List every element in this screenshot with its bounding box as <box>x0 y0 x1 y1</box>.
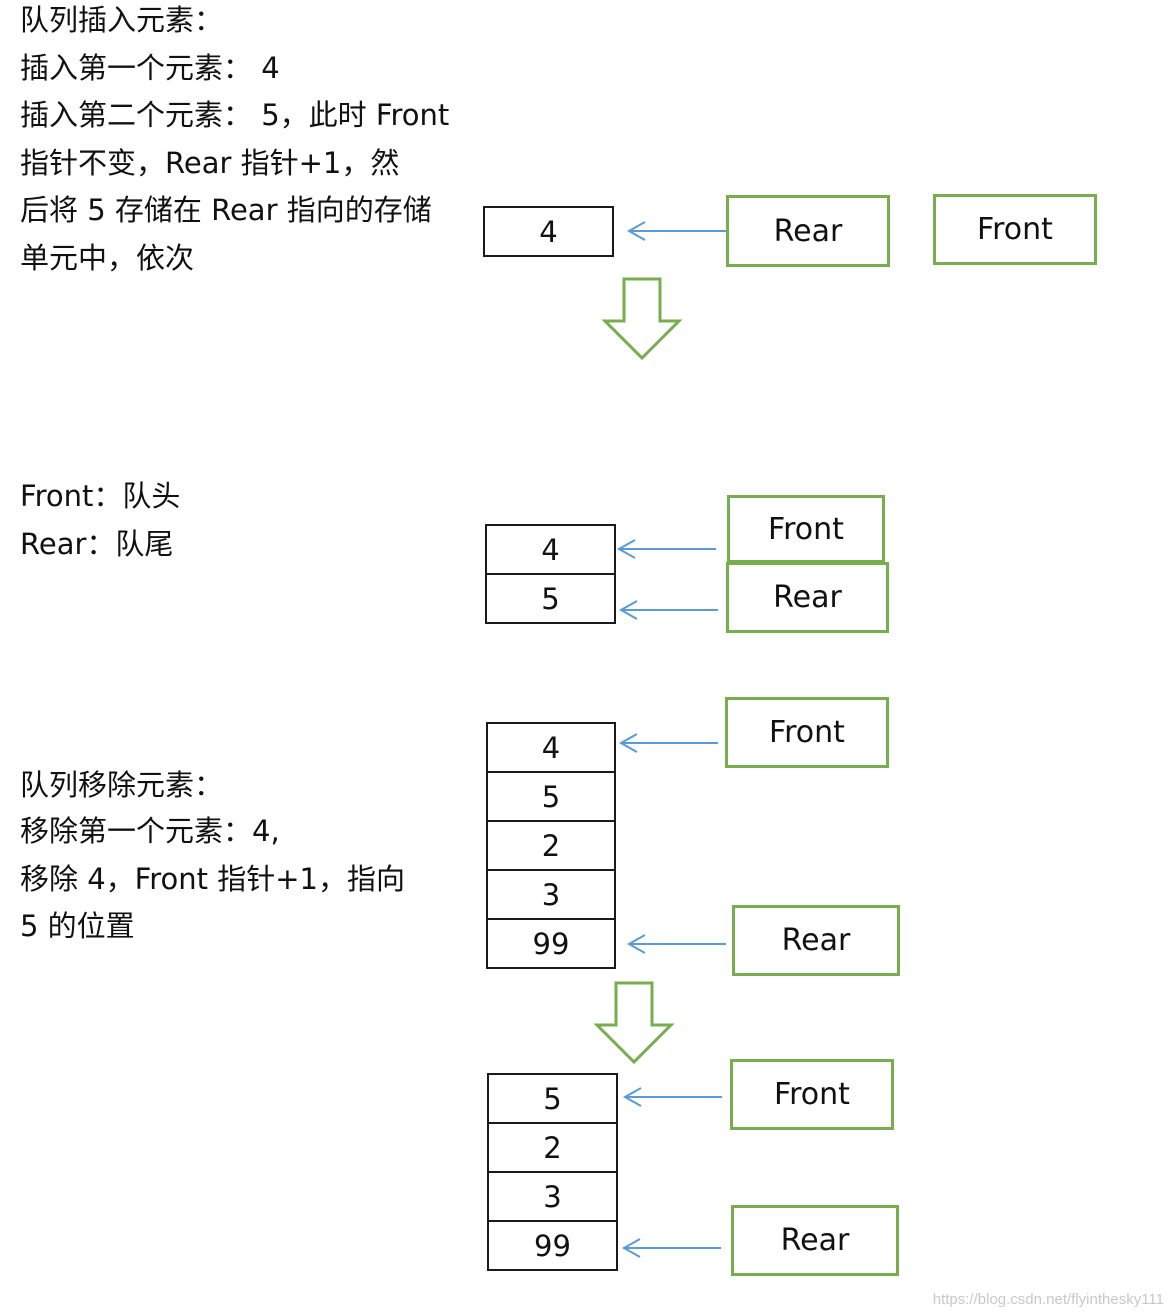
watermark-text: https://blog.csdn.net/flyinthesky111 <box>932 1291 1164 1308</box>
pointer-arrow <box>626 221 726 241</box>
remove-line: 移除 4，Front 指针+1，指向 <box>20 862 405 896</box>
pointer-arrow <box>626 934 726 954</box>
rear-pointer: Rear <box>726 195 890 267</box>
transition-down-arrow <box>601 277 683 361</box>
pointer-arrow <box>618 600 718 620</box>
queue-cell: 5 <box>487 1073 618 1124</box>
pointer-arrow <box>621 1238 721 1258</box>
remove-title: 队列移除元素： <box>20 768 224 802</box>
queue-cell: 3 <box>486 869 616 920</box>
legend-front: Front：队头 <box>20 479 181 513</box>
pointer-arrow <box>622 1087 722 1107</box>
queue-cell: 5 <box>485 573 616 624</box>
insert-line: 插入第二个元素： 5，此时 Front <box>20 98 450 132</box>
pointer-arrow <box>616 539 716 559</box>
rear-pointer: Rear <box>731 1205 899 1276</box>
queue-cell: 3 <box>487 1171 618 1222</box>
queue-cell: 99 <box>486 918 616 969</box>
queue-cell: 4 <box>485 524 616 575</box>
queue-cell: 99 <box>487 1220 618 1271</box>
insert-line: 插入第一个元素： 4 <box>20 51 280 85</box>
queue-cell: 4 <box>486 722 616 773</box>
insert-line: 后将 5 存储在 Rear 指向的存储 <box>20 193 432 227</box>
insert-title: 队列插入元素： <box>20 3 224 37</box>
pointer-arrow <box>618 733 718 753</box>
front-pointer: Front <box>730 1059 894 1130</box>
queue-cell: 2 <box>486 820 616 871</box>
remove-line: 5 的位置 <box>20 909 135 943</box>
front-pointer: Front <box>727 495 885 563</box>
queue-cell: 2 <box>487 1122 618 1173</box>
queue-cell: 5 <box>486 771 616 822</box>
legend-rear: Rear：队尾 <box>20 527 174 561</box>
remove-line: 移除第一个元素：4, <box>20 814 280 848</box>
front-pointer: Front <box>725 697 889 768</box>
front-pointer: Front <box>933 194 1097 265</box>
queue-cell: 4 <box>483 206 614 257</box>
transition-down-arrow <box>593 981 675 1065</box>
insert-line: 单元中，依次 <box>20 241 195 275</box>
rear-pointer: Rear <box>726 562 889 633</box>
rear-pointer: Rear <box>732 905 900 976</box>
insert-line: 指针不变，Rear 指针+1，然 <box>20 146 400 180</box>
